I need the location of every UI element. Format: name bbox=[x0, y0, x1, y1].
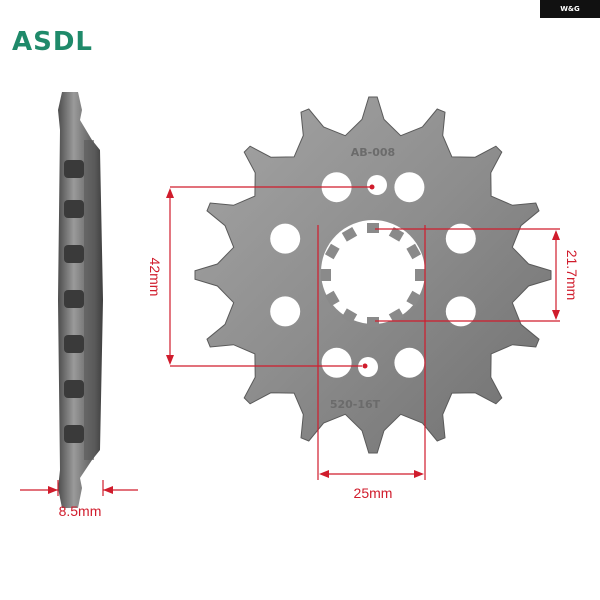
spline-tooth bbox=[341, 226, 358, 242]
spline-tooth bbox=[341, 308, 358, 324]
spline-teeth bbox=[321, 223, 425, 327]
spline-tooth bbox=[415, 269, 425, 281]
brand-logo: ASDL bbox=[12, 27, 93, 57]
lightening-hole bbox=[321, 347, 352, 378]
dimension-lines bbox=[20, 186, 560, 496]
spline-tooth bbox=[388, 308, 405, 324]
dim-spline-outer-label: 25mm bbox=[354, 485, 393, 501]
lightening-hole bbox=[270, 223, 301, 254]
lightening-hole bbox=[270, 296, 301, 327]
bolt-holes bbox=[270, 172, 476, 378]
spline-tooth bbox=[367, 317, 379, 327]
corner-badge: W&G bbox=[540, 0, 600, 18]
spline-tooth bbox=[367, 223, 379, 233]
dim-thickness-label: 8.5mm bbox=[59, 503, 102, 519]
part-number-stamp: AB-008 bbox=[351, 146, 395, 159]
sprocket-side-view bbox=[58, 92, 103, 508]
mounting-hole-bottom bbox=[358, 357, 378, 377]
spline-tooth bbox=[324, 243, 340, 260]
spline-tooth bbox=[406, 290, 422, 307]
lightening-hole bbox=[394, 347, 425, 378]
teeth-stamp: 520-16T bbox=[330, 398, 381, 411]
lightening-hole bbox=[445, 296, 476, 327]
mounting-hole-top bbox=[367, 175, 387, 195]
spline-tooth bbox=[324, 290, 340, 307]
dimension-arrows bbox=[48, 184, 560, 494]
spline-tooth bbox=[406, 243, 422, 260]
spline-bore bbox=[321, 220, 425, 324]
spline-tooth bbox=[321, 269, 331, 281]
sprocket-front-view: AB-008 520-16T bbox=[194, 96, 552, 454]
spline-tooth bbox=[388, 226, 405, 242]
lightening-hole bbox=[394, 172, 425, 203]
dim-spline-inner-label: 21.7mm bbox=[564, 250, 580, 301]
lightening-hole bbox=[445, 223, 476, 254]
dim-bolt-spacing-label: 42mm bbox=[147, 258, 163, 297]
